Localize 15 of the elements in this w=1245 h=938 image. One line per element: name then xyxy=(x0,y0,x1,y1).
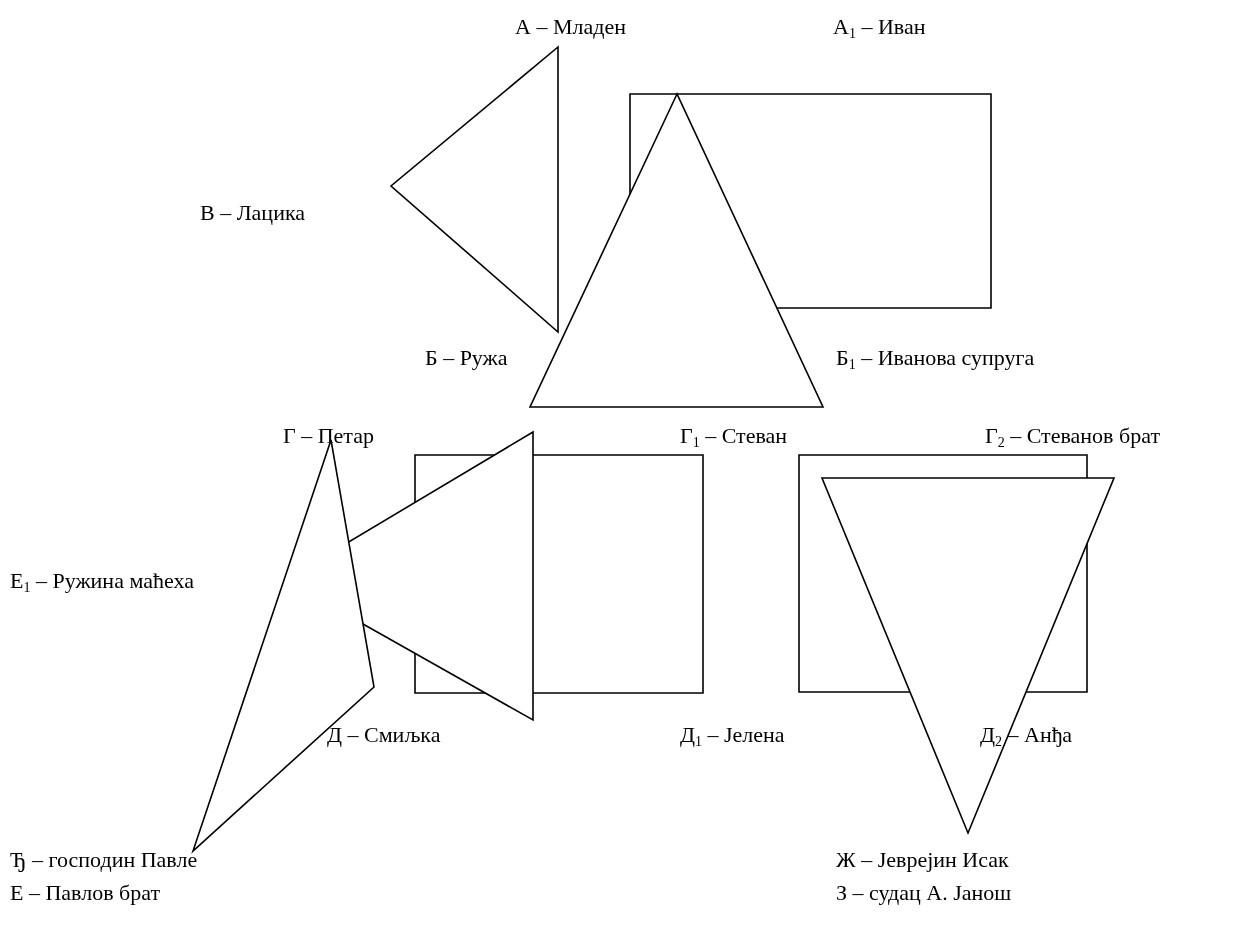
vertex-label: В – Лацика xyxy=(200,200,306,226)
vertex-label: Г$_{2}$ – Стеванов брат xyxy=(985,423,1160,449)
vertex-label: Д$_{1}$ – Јелена xyxy=(680,722,785,748)
vertex-label: Ђ – господин Павле xyxy=(10,847,198,873)
vertex-label: Д – Смиљка xyxy=(327,722,441,748)
vertex-label: Е$_{1}$ – Ружина маћеха xyxy=(10,568,194,594)
vertex-label: З – судац А. Јанош xyxy=(836,880,1012,906)
vertex-label: Г$_{1}$ – Стеван xyxy=(680,423,788,449)
vertex-label: Г – Петар xyxy=(283,423,375,449)
vertex-label: Е – Павлов брат xyxy=(10,880,161,906)
vertex-label: Б$_{1}$ – Иванова супруга xyxy=(836,345,1035,371)
vertex-label: Б – Ружа xyxy=(425,345,508,371)
vertex-label: А – Младен xyxy=(515,14,626,40)
vertex-label: Ж – Јеврејин Исак xyxy=(836,847,1009,873)
vertex-label: А$_{1}$ – Иван xyxy=(833,14,926,40)
